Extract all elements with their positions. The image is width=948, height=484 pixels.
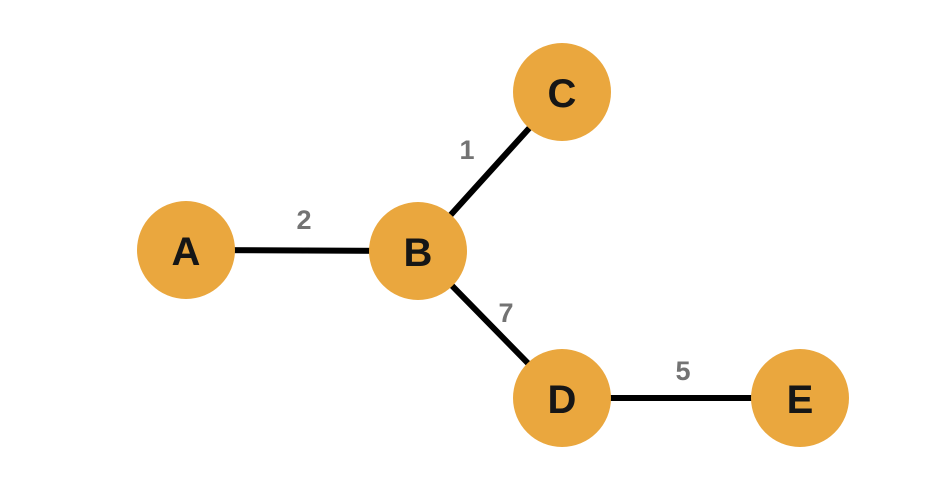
node-B <box>369 202 467 300</box>
node-label-D: D <box>548 378 577 422</box>
node-label-B: B <box>404 231 433 275</box>
edge-weight-BC: 1 <box>459 135 474 165</box>
node-label-E: E <box>787 378 814 422</box>
edge-weight-BD: 7 <box>498 298 513 328</box>
edge-weight-DE: 5 <box>675 356 690 386</box>
node-E <box>751 349 849 447</box>
node-label-A: A <box>172 230 201 274</box>
node-label-C: C <box>548 72 577 116</box>
edge-weight-AB: 2 <box>296 205 311 235</box>
node-C <box>513 43 611 141</box>
node-A <box>137 201 235 299</box>
node-D <box>513 349 611 447</box>
